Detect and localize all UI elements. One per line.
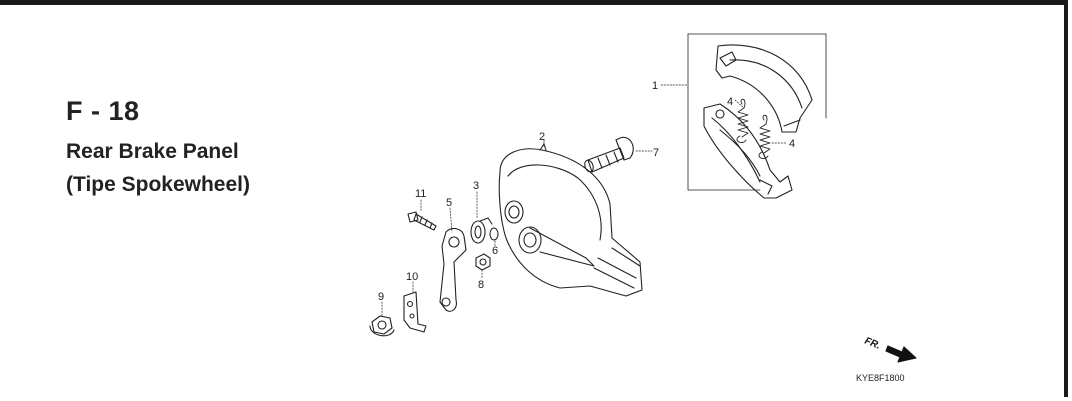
callout-11: 11 xyxy=(415,188,426,200)
felt-seal-washer xyxy=(470,191,493,244)
callout-3: 3 xyxy=(473,180,479,192)
brake-arm xyxy=(439,207,467,312)
o-ring xyxy=(489,227,499,247)
lock-nut xyxy=(475,253,491,279)
flange-nut xyxy=(369,301,395,337)
diagram-code: KYE8F1800 xyxy=(856,373,905,383)
brake-cam-shaft xyxy=(584,136,653,173)
front-direction-indicator: FR. xyxy=(863,336,917,363)
brake-shoe-spring-2 xyxy=(758,114,771,159)
diagram-title: Rear Brake Panel xyxy=(66,140,239,163)
callout-7: 7 xyxy=(653,147,659,159)
rear-brake-panel xyxy=(498,139,643,297)
brake-shoe-set-bracket xyxy=(660,33,827,191)
section-number: F - 18 xyxy=(66,96,140,126)
brake-shoe-upper xyxy=(715,44,813,133)
callout-labels: 1 2 3 4 4 5 6 7 8 9 10 11 xyxy=(378,80,795,303)
front-label: FR. xyxy=(863,336,882,352)
brake-shoe-spring-1 xyxy=(736,98,749,143)
callout-6: 6 xyxy=(492,245,498,257)
front-arrow-icon xyxy=(885,345,917,363)
spring-leaders xyxy=(734,99,787,144)
callout-8: 8 xyxy=(478,279,484,291)
callout-9: 9 xyxy=(378,291,384,303)
callout-10: 10 xyxy=(406,271,418,283)
callout-2: 2 xyxy=(539,131,545,143)
diagram-subtitle: (Tipe Spokewheel) xyxy=(66,173,250,196)
pinch-bolt xyxy=(407,199,437,231)
callout-1: 1 xyxy=(652,80,658,92)
callout-5: 5 xyxy=(446,197,452,209)
callout-4-upper: 4 xyxy=(727,96,733,108)
brake-shoe-lower xyxy=(703,103,793,199)
wear-indicator-plate xyxy=(403,281,427,333)
callout-4-lower: 4 xyxy=(789,138,795,150)
